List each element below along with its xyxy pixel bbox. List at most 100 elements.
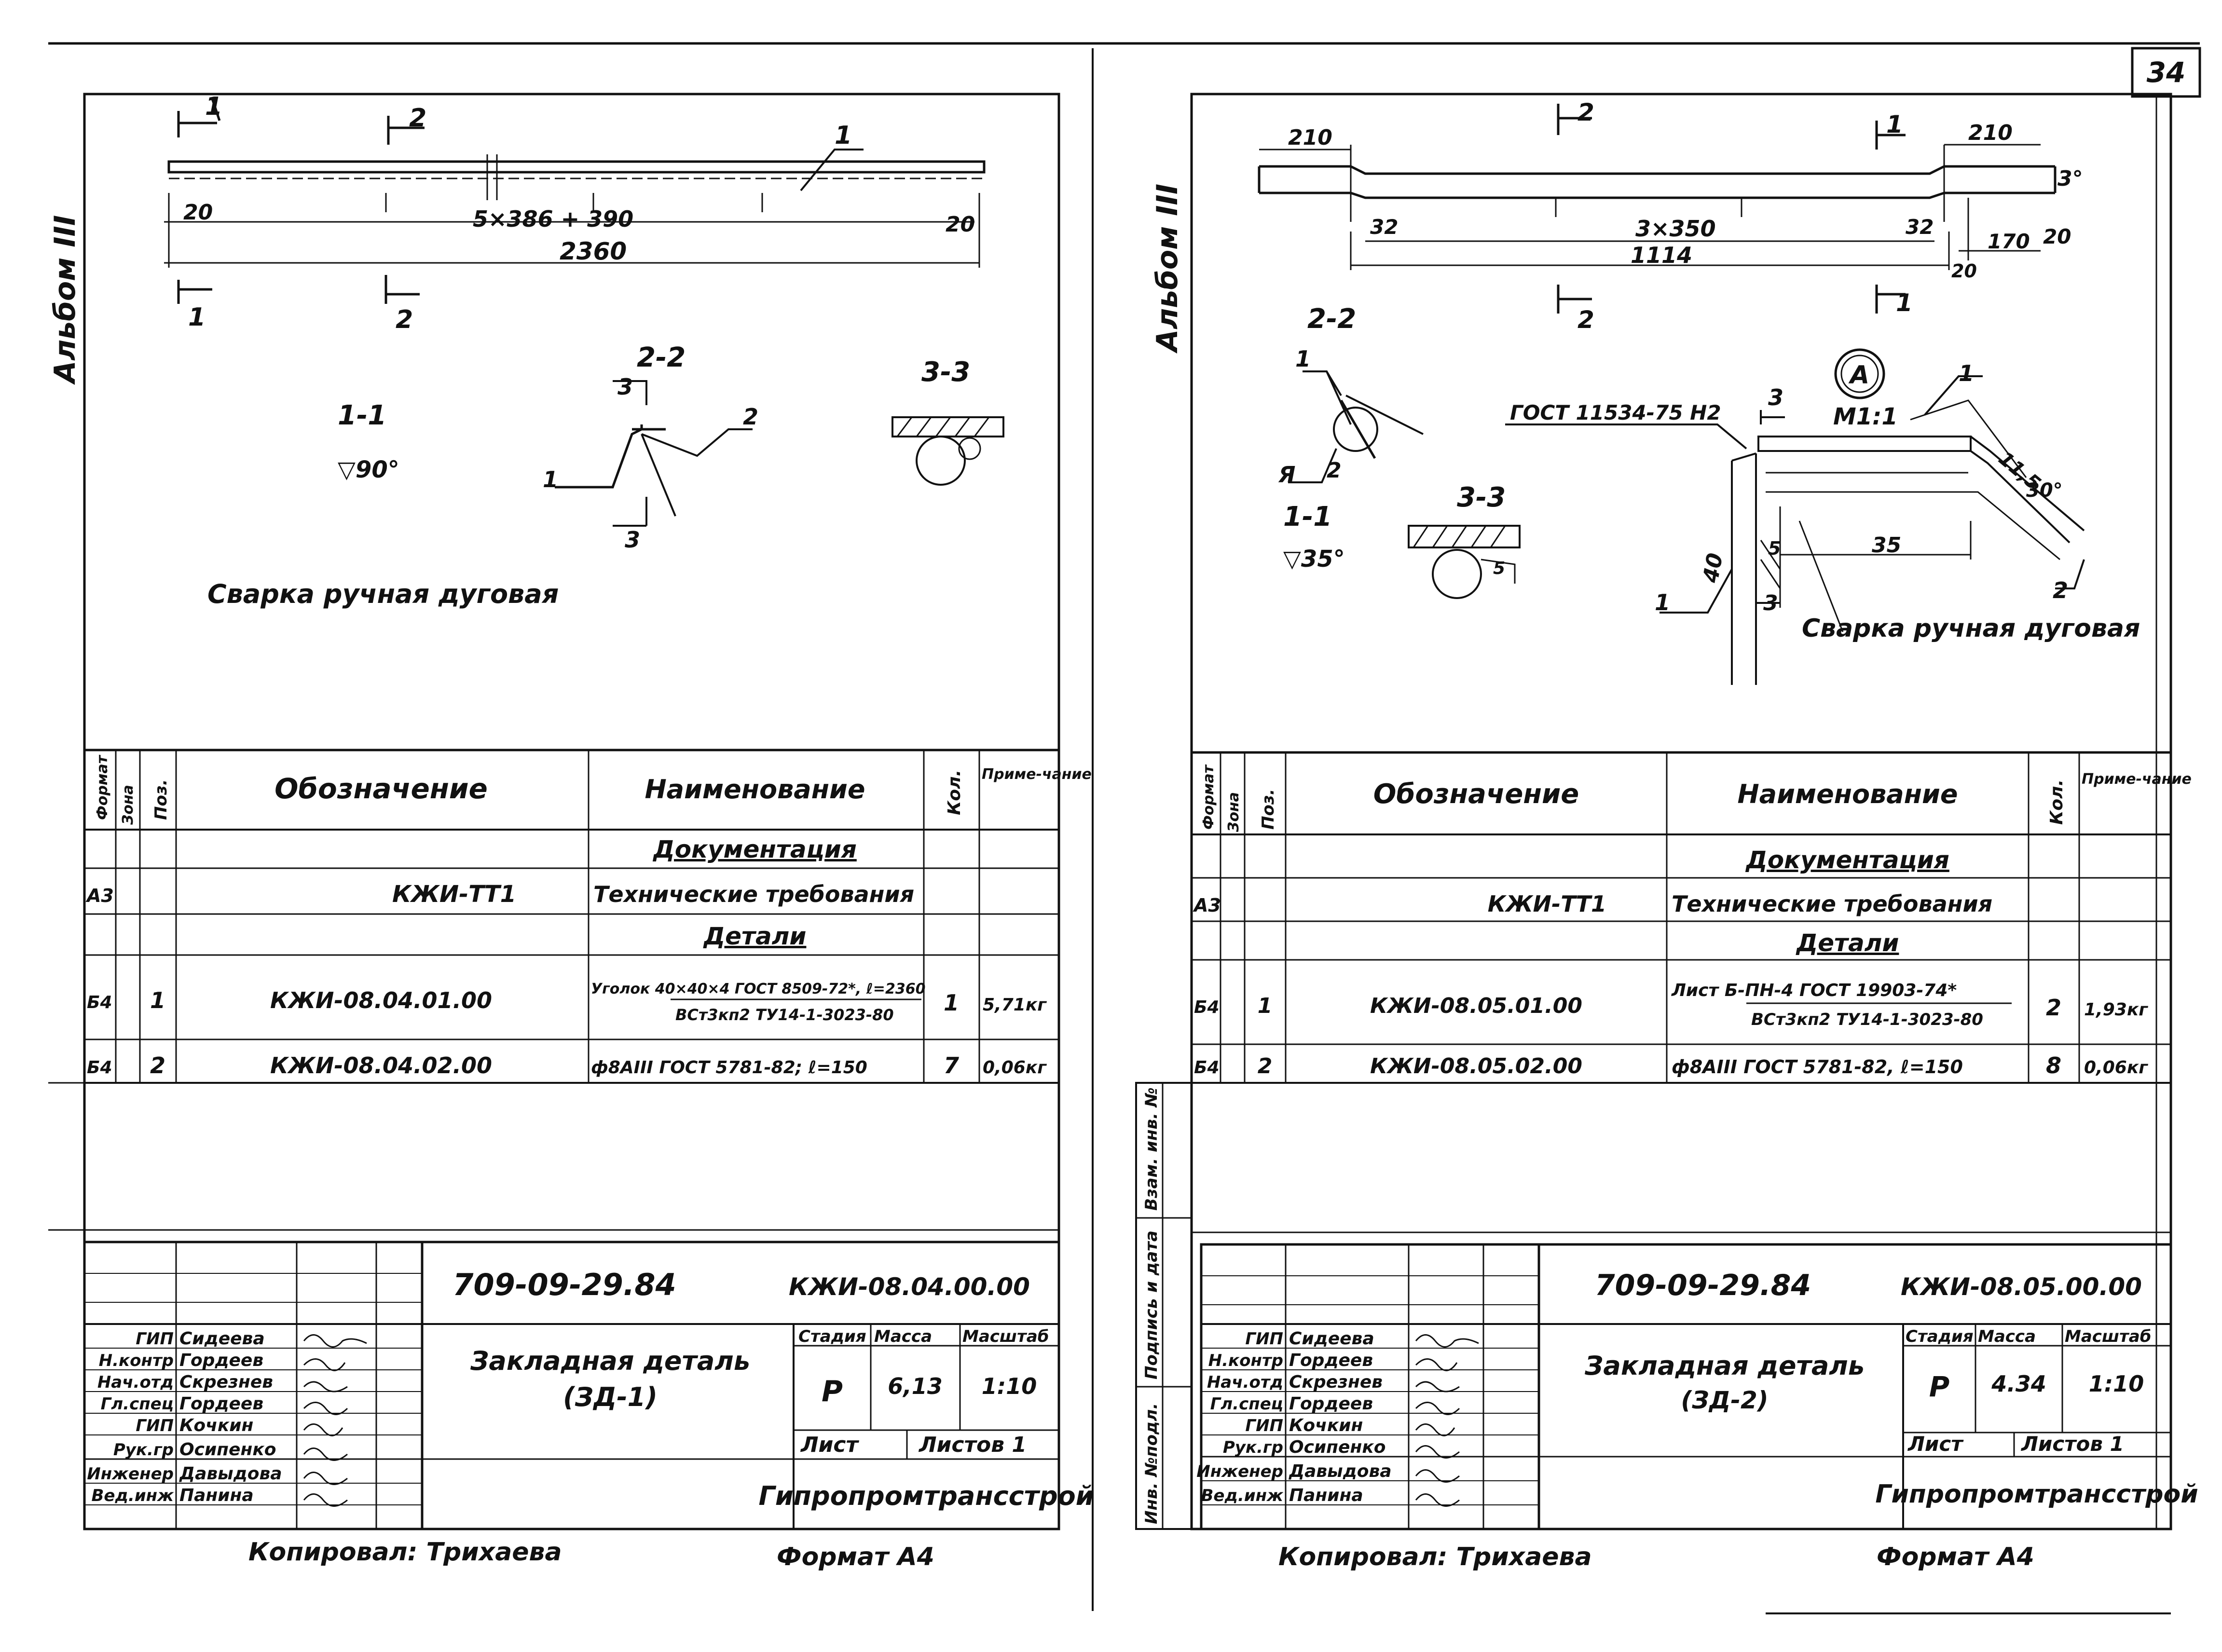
right-format: Формат А4 [1877,1543,2034,1571]
right-dim-total: 1114 [1631,242,1692,268]
left-row2-qty: 7 [944,1052,959,1079]
right-detail-pos1b: 1 [1959,360,1974,386]
left-mass-label: Масса [874,1327,932,1346]
right-weld-symbol: ▽35° [1283,546,1345,573]
right-role-5: Рук.гр [1223,1438,1283,1457]
right-elevation-drawing: 2 1 2 1 210 210 32 3×350 32 1114 170 20 … [1258,98,2083,334]
right-row1-name2: ВСт3кп2 ТУ14-1-3023-80 [1751,1010,1983,1029]
left-marker-1-top: 1 [205,92,222,121]
right-sec22-detail-a: Я [1278,462,1295,488]
left-elevation-drawing: 1 2 1 1 2 20 5×386 + 390 20 2360 [164,92,986,334]
right-dim-spacing: 3×350 [1635,216,1716,242]
right-mark-1-bottom: 1 [1896,289,1913,317]
left-weld-symbol: ▽90° [338,456,399,483]
left-hdr-qty: Кол. [945,770,964,815]
left-stage-label: Стадия [798,1327,866,1346]
right-row-tt-designation: КЖИ-ТТ1 [1488,891,1606,917]
left-person-2: Скрезнев [179,1372,273,1392]
right-person-1: Гордеев [1289,1351,1373,1370]
left-row1-name: Уголок 40×40×4 ГОСТ 8509-72*, ℓ=2360 [591,981,925,997]
left-person-6: Давыдова [179,1464,282,1484]
left-person-5: Осипенко [179,1440,276,1460]
right-role-4: ГИП [1245,1416,1283,1435]
left-row1-name2: ВСт3кп2 ТУ14-1-3023-80 [675,1006,894,1024]
right-hdr-name: Наименование [1737,779,1958,809]
right-detail-mark: А [1848,361,1869,390]
left-format: Формат А4 [777,1543,934,1571]
left-sections: 1-1 ▽90° 2-2 3-3 3 3 1 2 Сварка ручная д… [207,342,1004,609]
right-side-sign-date: Подпись и дата [1142,1230,1161,1379]
right-dim-5: 5 [1768,538,1781,559]
right-mark-2-top: 2 [1577,98,1594,126]
right-signatures [1415,1334,1479,1507]
right-mark-1-top: 1 [1886,110,1903,138]
right-side-inv: Инв. №подл. [1142,1403,1161,1524]
left-person-4: Кочкин [179,1416,253,1435]
right-person-4: Кочкин [1289,1416,1363,1435]
right-row-tt-format: А3 [1193,895,1221,916]
right-detail-mark-3-bottom: 3 [1763,591,1778,615]
left-hdr-format: Формат [94,754,111,820]
right-row-doc: Документация [1745,846,1949,874]
left-row2-format: Б4 [87,1058,112,1078]
right-dim-32-right: 32 [1906,215,1934,239]
left-row2-name: ф8АIII ГОСТ 5781-82; ℓ=150 [591,1058,867,1078]
left-row1-format: Б4 [87,993,112,1012]
right-role-0: ГИП [1245,1329,1283,1349]
right-org: Гипропромтрансстрой [1875,1480,2198,1509]
left-row-details: Детали [703,922,807,950]
right-role-2: Нач.отд [1207,1373,1283,1392]
right-scale: 1:10 [2089,1371,2144,1397]
left-dim-total: 2360 [560,237,627,265]
right-detail-mark-3-top: 3 [1768,384,1783,410]
left-role-4: ГИП [136,1416,174,1435]
left-title-name: Закладная деталь [470,1346,750,1376]
right-row1-designation: КЖИ-08.05.01.00 [1370,994,1582,1018]
right-section-1-1: 1-1 [1283,501,1332,532]
left-row1-qty: 1 [944,990,959,1016]
right-sections: 2-2 1 Я 2 1-1 ▽35° 3-3 5 А М1:1 ГОСТ 115… [1278,303,2140,685]
right-section-3-3: 3-3 [1457,482,1506,513]
left-copied: Копировал: Трихаева [248,1538,562,1567]
right-detail-scale: М1:1 [1833,403,1898,430]
right-sheet-label: Лист [1907,1432,1964,1456]
right-stage-label: Стадия [1906,1327,1974,1346]
left-sheet: Альбом III 1 2 1 1 2 20 5×38 [48,92,1094,1571]
right-copied: Копировал: Трихаева [1278,1543,1592,1571]
left-title-doc-number: КЖИ-08.04.00.00 [789,1273,1030,1301]
left-dim-20-left: 20 [183,200,213,225]
right-title-block: 709-09-29.84 КЖИ-08.05.00.00 Закладная д… [1192,1231,2198,1530]
left-row-tt-name: Технические требования [593,881,914,907]
left-row2-note: 0,06кг [983,1058,1047,1078]
right-row2-designation: КЖИ-08.05.02.00 [1370,1054,1582,1079]
right-sec22-pos2: 2 [1327,458,1342,483]
right-dim-20a: 20 [2043,225,2071,248]
left-dim-20-right: 20 [946,212,975,237]
right-hdr-pos: Поз. [1259,789,1278,830]
right-title-name: Закладная деталь [1584,1351,1865,1381]
right-row-tt-name: Технические требования [1672,891,1992,917]
right-hdr-format: Формат [1200,764,1217,830]
right-person-6: Давыдова [1289,1461,1392,1481]
left-marker-2-top: 2 [409,104,426,133]
left-sec-pos1: 1 [543,466,558,492]
right-weld-note: Сварка ручная дуговая [1802,614,2140,643]
left-role-6: Инженер [87,1464,174,1484]
left-scale: 1:10 [982,1373,1037,1399]
right-section-2-2: 2-2 [1307,303,1356,335]
right-hdr-qty: Кол. [2047,779,2067,825]
right-dim-170: 170 [1988,230,2030,253]
left-hdr-name: Наименование [645,774,865,805]
right-row1-pos: 1 [1258,994,1273,1018]
right-sec22-pos1: 1 [1295,346,1311,372]
page-number-box [2131,47,2201,98]
right-person-7: Панина [1289,1486,1363,1505]
left-row1-note: 5,71кг [983,995,1047,1015]
left-org: Гипропромтрансстрой [758,1481,1094,1511]
left-row-doc: Документация [652,835,857,863]
right-row2-note: 0,06кг [2084,1058,2148,1078]
right-dim-210-right: 210 [1968,121,2013,145]
left-role-5: Рук.гр [113,1440,174,1460]
